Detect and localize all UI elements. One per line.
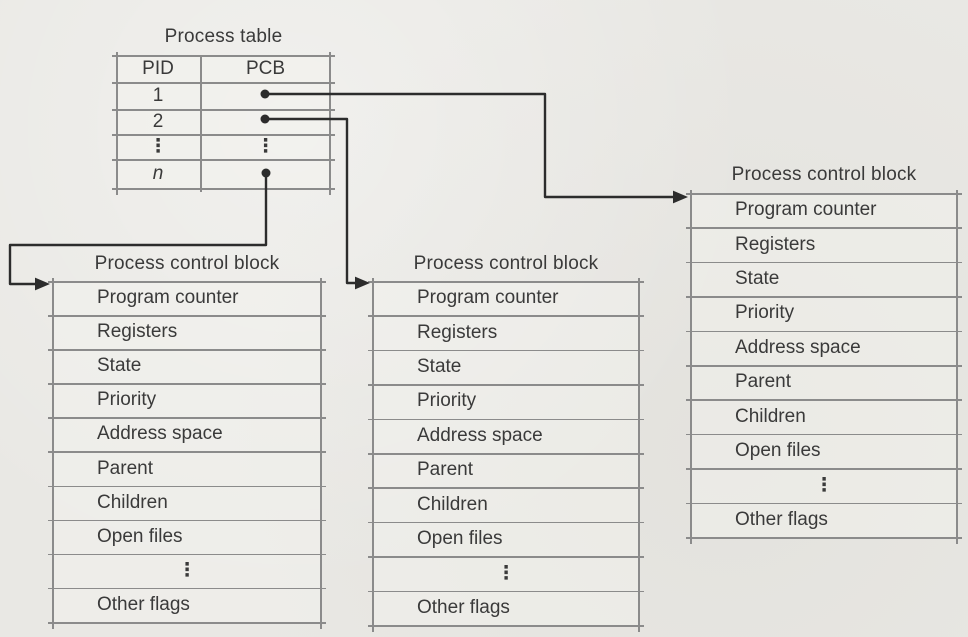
pcb-field-label: Priority	[417, 390, 477, 412]
pcb-field-row: State	[686, 262, 962, 299]
vertical-ellipsis: ⋮	[256, 136, 275, 157]
pcb-field-row: State	[48, 349, 326, 385]
pcb-field-label: Children	[417, 493, 488, 515]
block-left-border	[52, 278, 54, 629]
pcb-block-3: Program counter Registers State Priority…	[686, 190, 962, 544]
table-header-row: PID PCB	[112, 55, 335, 84]
pcb-field-label: Parent	[417, 459, 473, 481]
pcb-field-row: Parent	[368, 453, 644, 490]
pcb-field-label: Parent	[735, 371, 791, 393]
pcb-field-label: Open files	[417, 528, 503, 550]
pcb-field-row: Open files	[368, 522, 644, 559]
pid-cell: n	[152, 163, 164, 184]
pcb-field-label: Program counter	[417, 287, 559, 309]
pcb-ellipsis-row: ⋮	[48, 554, 326, 590]
arrowhead-icon	[35, 277, 50, 291]
pid-cell: 1	[152, 85, 164, 106]
pcb-cell	[200, 109, 331, 134]
pcb-field-row: Address space	[686, 331, 962, 368]
table-header-pid: PID	[142, 58, 174, 79]
pcb-field-label: Children	[97, 491, 168, 513]
vertical-ellipsis: ⋮	[814, 474, 834, 496]
pcb-field-label: Open files	[97, 525, 183, 547]
table-column-divider	[200, 55, 202, 192]
block-right-border	[956, 190, 958, 544]
pcb-cell	[200, 82, 331, 109]
pcb-field-label: Children	[735, 405, 806, 427]
pcb-field-label: Open files	[735, 440, 821, 462]
table-row-ellipsis: ⋮ ⋮	[112, 134, 335, 161]
pcb-block-1: Program counter Registers State Priority…	[48, 278, 326, 629]
table-row-2: 2	[112, 109, 335, 136]
pcb-ellipsis-row: ⋮	[686, 468, 962, 505]
pcb-field-row: Open files	[48, 520, 326, 556]
pcb-ellipsis-row: ⋮	[368, 556, 644, 593]
pcb-field-label: State	[417, 356, 462, 378]
pcb-field-row: Children	[686, 399, 962, 436]
pcb-field-label: Registers	[735, 233, 816, 255]
pcb-field-label: Other flags	[735, 508, 828, 530]
pcb-field-label: Other flags	[417, 596, 510, 618]
table-row-n: n	[112, 159, 335, 190]
pcb-field-label: Address space	[417, 424, 543, 446]
pcb-field-row: Address space	[368, 419, 644, 456]
pcb-field-label: State	[97, 355, 142, 377]
pcb-field-row: Parent	[686, 365, 962, 402]
pcb-field-row: Program counter	[686, 193, 962, 230]
pcb-field-label: Program counter	[97, 287, 239, 309]
block-top-line	[48, 281, 326, 283]
pcb-field-label: Parent	[97, 457, 153, 479]
block-left-border	[372, 278, 374, 632]
pcb-field-label: Address space	[97, 423, 223, 445]
pcb-field-label: State	[735, 268, 780, 290]
table-right-border	[329, 52, 331, 195]
table-header-pcb: PCB	[245, 58, 286, 79]
pcb-field-row: Priority	[686, 296, 962, 333]
pcb-field-row: Other flags	[686, 503, 962, 540]
pcb-field-label: Registers	[417, 321, 498, 343]
pcb-cell	[200, 159, 331, 188]
block-top-line	[368, 281, 644, 283]
table-top-line	[112, 55, 335, 57]
pcb-field-label: Address space	[735, 336, 861, 358]
vertical-ellipsis: ⋮	[148, 136, 168, 157]
block-left-border	[690, 190, 692, 544]
block-top-line	[686, 193, 962, 195]
block-right-border	[320, 278, 322, 629]
process-table-title: Process table	[164, 26, 283, 47]
pid-cell: 2	[152, 111, 164, 132]
pcb-field-row: Children	[48, 486, 326, 522]
pcb-field-label: Registers	[97, 321, 178, 343]
pcb-block-1-title: Process control block	[94, 253, 280, 274]
pcb-field-row: Registers	[686, 227, 962, 264]
vertical-ellipsis: ⋮	[496, 562, 516, 584]
vertical-ellipsis: ⋮	[177, 560, 197, 582]
table-row-1: 1	[112, 82, 335, 111]
pcb-field-row: State	[368, 350, 644, 387]
pcb-field-row: Program counter	[368, 281, 644, 318]
pcb-field-row: Open files	[686, 434, 962, 471]
pcb-field-label: Priority	[735, 302, 795, 324]
pcb-field-row: Registers	[368, 315, 644, 352]
table-left-border	[116, 52, 118, 195]
process-table: PID PCB 1 2 ⋮ ⋮ n	[112, 52, 335, 195]
pcb-field-row: Priority	[368, 384, 644, 421]
pcb-field-row: Other flags	[48, 588, 326, 624]
block-right-border	[638, 278, 640, 632]
pcb-field-row: Other flags	[368, 591, 644, 628]
pcb-field-label: Other flags	[97, 593, 190, 615]
pcb-block-3-title: Process control block	[731, 164, 917, 185]
pcb-field-row: Priority	[48, 383, 326, 420]
pcb-field-row: Program counter	[48, 281, 326, 317]
pcb-field-row: Parent	[48, 451, 326, 488]
pcb-field-label: Priority	[97, 389, 157, 411]
arrowhead-icon	[355, 276, 370, 290]
pcb-field-label: Program counter	[735, 199, 877, 221]
pcb-field-row: Children	[368, 487, 644, 524]
pcb-block-2: Program counter Registers State Priority…	[368, 278, 644, 632]
pcb-field-row: Registers	[48, 315, 326, 351]
pcb-block-2-title: Process control block	[413, 253, 599, 274]
pcb-field-row: Address space	[48, 417, 326, 454]
